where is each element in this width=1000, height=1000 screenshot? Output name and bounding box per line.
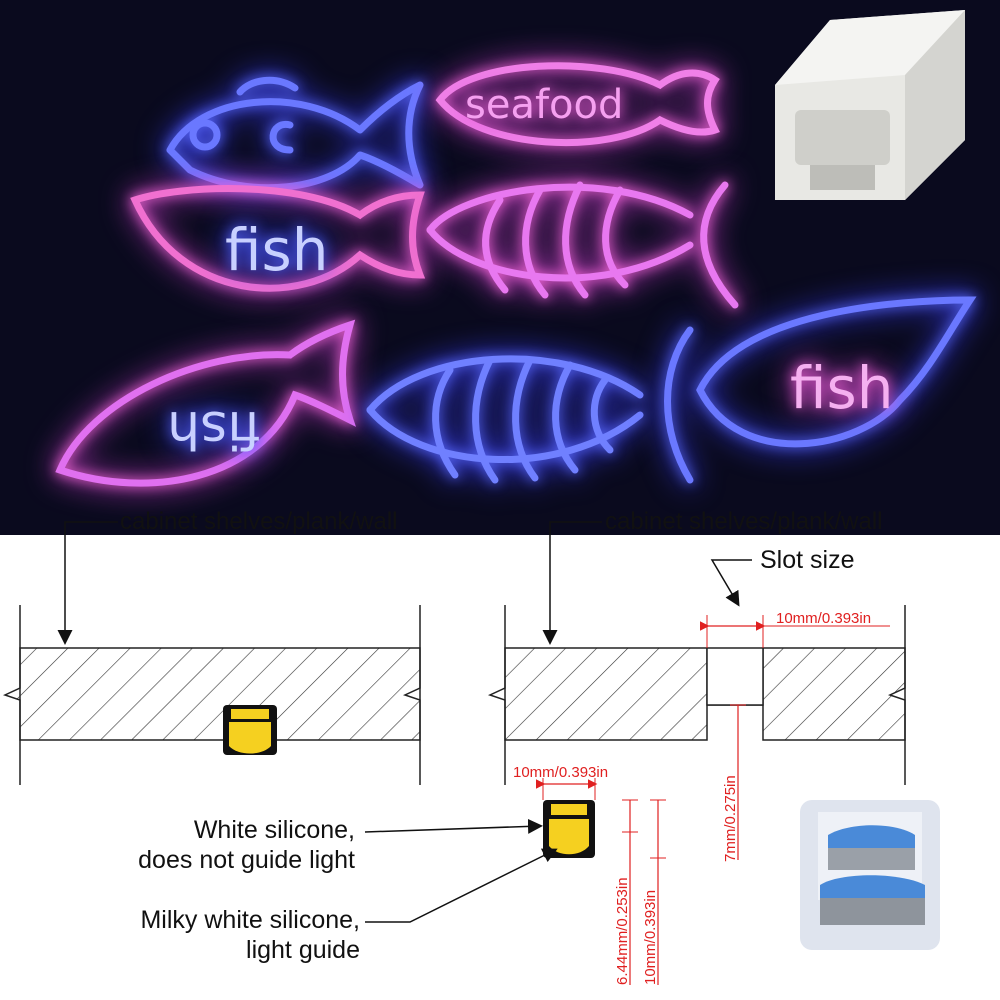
neon-sign-photo: seafood fish fish [0, 0, 1000, 535]
profile-dimensions [535, 778, 666, 985]
neon-fish-artwork: seafood fish fish [55, 10, 977, 487]
white-silicone-callout: White silicone, does not guide light [60, 815, 355, 875]
white-silicone-line2: does not guide light [138, 846, 355, 874]
sign-word-fish-2: fish [167, 399, 260, 459]
callout-leaders [364, 818, 558, 923]
right-surface-section [487, 605, 906, 785]
slot-dimensions [699, 615, 890, 860]
surface-label-right: cabinet shelves/plank/wall [605, 508, 883, 535]
sign-word-seafood: seafood [465, 82, 623, 128]
profile-width-dimension: 10mm/0.393in [513, 764, 608, 781]
left-surface-section [2, 605, 421, 785]
blue-skeleton-fish-neon [366, 355, 644, 484]
slot-size-label: Slot size [760, 546, 855, 574]
seafood-fish-neon [435, 62, 720, 147]
silicone-closeup-photo [800, 800, 940, 950]
milky-silicone-callout: Milky white silicone, light guide [60, 905, 360, 965]
slot-width-dimension: 10mm/0.393in [776, 610, 871, 627]
magenta-fish-neon [55, 319, 356, 487]
blue-fish-neon [166, 76, 424, 192]
slot-depth-dimension: 7mm/0.275in [722, 775, 739, 862]
blue-fish-symbol-neon [664, 296, 977, 484]
profile-cross-section [543, 800, 595, 858]
surface-leaders [57, 521, 752, 645]
embedded-profile-left [223, 705, 277, 755]
pink-fish-neon [130, 185, 426, 292]
sign-word-fish-1: fish [225, 216, 329, 284]
profile-outer-height-dimension: 10mm/0.393in [642, 890, 659, 985]
profile-inner-height-dimension: 6.44mm/0.253in [614, 877, 631, 985]
white-silicone-line1: White silicone, [193, 816, 355, 844]
milky-silicone-line1: Milky white silicone, [140, 906, 360, 934]
surface-label-left: cabinet shelves/plank/wall [120, 508, 398, 535]
milky-silicone-line2: light guide [246, 936, 360, 964]
sign-word-fish-3: fish [790, 354, 894, 422]
silicone-profile-render [775, 10, 965, 200]
pink-skeleton-fish-neon [426, 181, 739, 309]
